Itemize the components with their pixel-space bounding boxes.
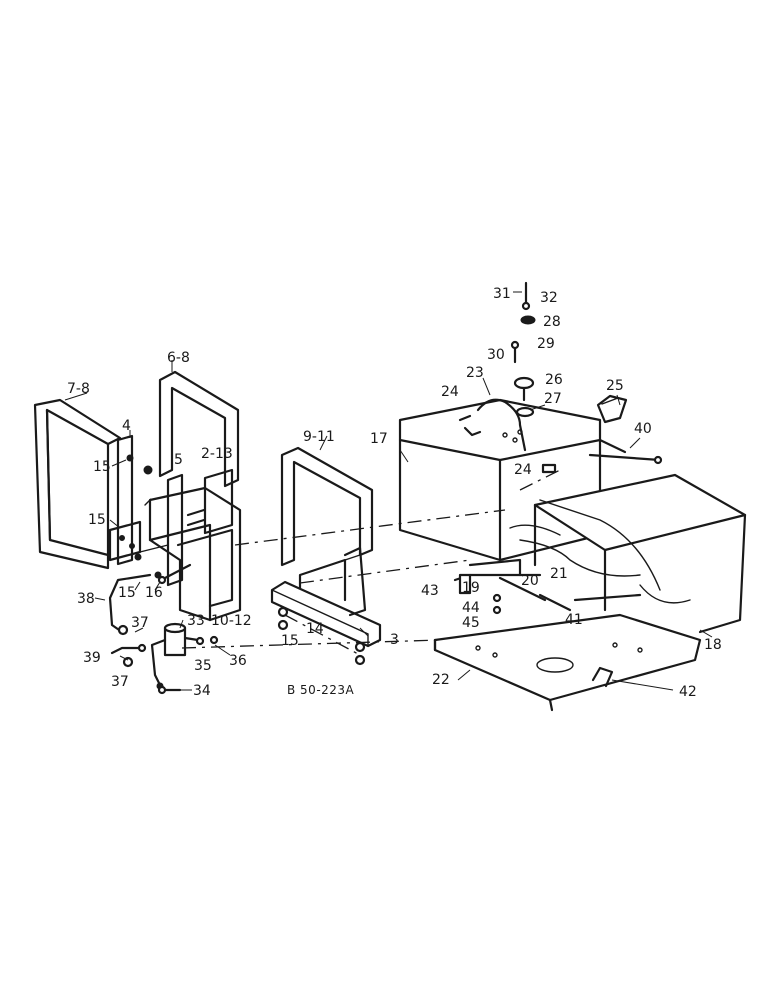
frame-6-8 — [158, 370, 240, 488]
callout-33: 33 — [187, 613, 205, 629]
bolt-upper — [143, 465, 206, 527]
callout-14: 14 — [306, 621, 324, 637]
alignment-lines — [181, 469, 561, 656]
callout-42: 42 — [679, 684, 697, 700]
callout-41: 41 — [565, 612, 583, 628]
sender-26 — [513, 376, 535, 402]
callout-43: 43 — [421, 583, 439, 599]
callout-27: 27 — [544, 391, 562, 407]
line-40 — [588, 438, 663, 465]
callout-9-11: 9-11 — [303, 429, 335, 445]
callout-16: 16 — [145, 585, 163, 601]
callout-26: 26 — [545, 372, 563, 388]
callout-20: 20 — [521, 573, 539, 589]
callout-2-13: 2-13 — [201, 446, 233, 462]
callout-34: 34 — [193, 683, 211, 699]
callout-18: 18 — [704, 637, 722, 653]
callout-35: 35 — [194, 658, 212, 674]
callout-15-c: 15 — [118, 585, 136, 601]
drawing-code: B 50-223A — [287, 683, 355, 697]
callout-31: 31 — [493, 286, 511, 302]
callout-38: 38 — [77, 591, 95, 607]
callout-4: 4 — [122, 418, 131, 434]
screw-31-32 — [521, 281, 531, 311]
callout-15-d: 15 — [281, 633, 299, 649]
nuts-15 — [277, 606, 366, 666]
callout-labels: 31 32 28 30 29 23 26 25 24 27 40 17 24 9… — [67, 286, 722, 700]
callout-37-upper: 37 — [131, 615, 149, 631]
callout-40: 40 — [634, 421, 652, 437]
frame-9-11 — [280, 446, 374, 567]
callout-7-8: 7-8 — [67, 381, 90, 397]
callout-17: 17 — [370, 431, 388, 447]
screw-29-30 — [510, 340, 520, 364]
bracket-4 — [108, 434, 142, 566]
callout-22: 22 — [432, 672, 450, 688]
frame-7-8 — [33, 398, 122, 570]
callout-5: 5 — [174, 452, 183, 468]
callout-30: 30 — [487, 347, 505, 363]
hose-24 — [458, 414, 557, 474]
callout-44: 44 — [462, 600, 480, 616]
callout-15-b: 15 — [88, 512, 106, 528]
skid-plate-22 — [433, 613, 702, 712]
callout-39: 39 — [83, 650, 101, 666]
callout-19: 19 — [462, 580, 480, 596]
fuel-line-38 — [108, 573, 152, 636]
bolt-16 — [157, 563, 192, 585]
mount-bracket-2-13 — [134, 468, 242, 622]
leaders — [64, 291, 713, 691]
callout-37-lower: 37 — [111, 674, 129, 690]
battery-18 — [509, 473, 747, 634]
callout-29: 29 — [537, 336, 555, 352]
callout-10-12: 10-12 — [211, 613, 252, 629]
fitting-37-39 — [110, 643, 147, 668]
callout-3: 3 — [390, 632, 399, 648]
callout-24-lower: 24 — [514, 462, 532, 478]
callout-24-upper: 24 — [441, 384, 459, 400]
callout-28: 28 — [543, 314, 561, 330]
fuel-filter-33 — [150, 622, 219, 690]
lines-19-21 — [453, 558, 642, 615]
callout-15-a: 15 — [93, 459, 111, 475]
tank-cap-25 — [596, 394, 628, 424]
callout-25: 25 — [606, 378, 624, 394]
callout-6-8: 6-8 — [167, 350, 190, 366]
callout-23: 23 — [466, 365, 484, 381]
fuel-tank-17 — [398, 398, 602, 562]
callout-21: 21 — [550, 566, 568, 582]
callout-32: 32 — [540, 290, 558, 306]
callout-36: 36 — [229, 653, 247, 669]
callout-45: 45 — [462, 615, 480, 631]
nut-28 — [520, 315, 536, 325]
bolt-34 — [157, 685, 182, 695]
